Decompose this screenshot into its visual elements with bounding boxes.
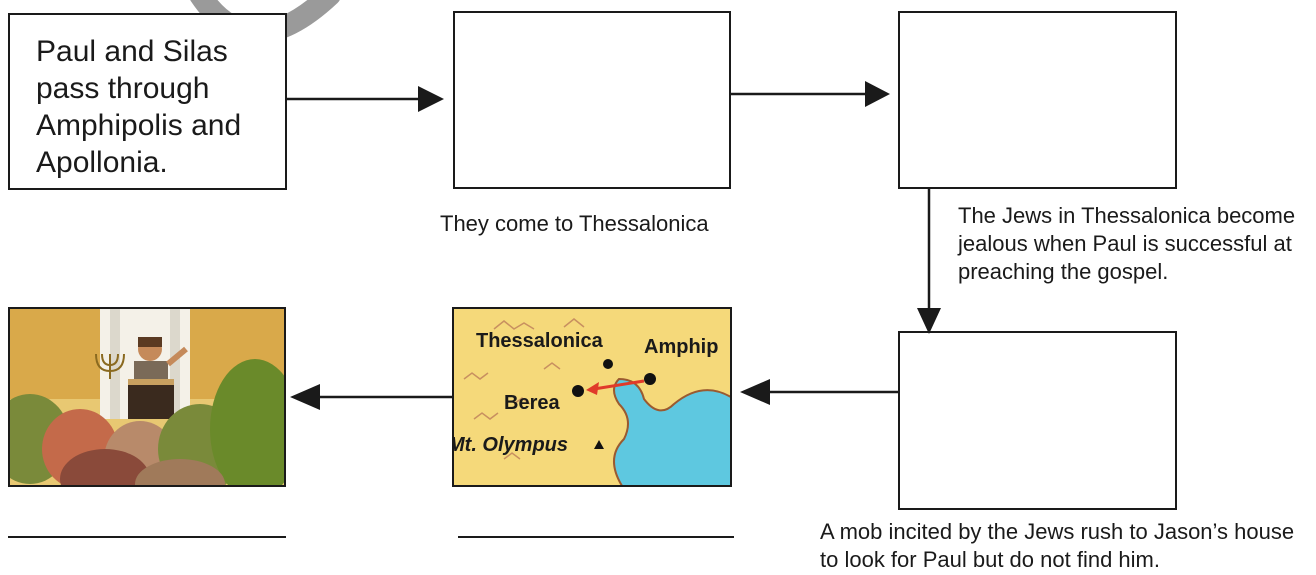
map-illustration: Thessalonica Amphip Berea Mt. Olympus bbox=[452, 307, 732, 487]
answer-line-1[interactable] bbox=[8, 536, 286, 538]
map-label-thessalonica: Thessalonica bbox=[476, 330, 603, 352]
map-label-berea: Berea bbox=[504, 392, 560, 414]
step-2-box[interactable] bbox=[453, 11, 731, 189]
step-2-caption: They come to Thessalonica bbox=[440, 211, 709, 236]
answer-line-2[interactable] bbox=[458, 536, 734, 538]
map-label-olympus: Mt. Olympus bbox=[452, 434, 569, 456]
step-4-box[interactable] bbox=[898, 331, 1177, 510]
step-1-box: Paul and Silas pass through Amphipolis a… bbox=[8, 13, 287, 190]
step-3-caption: The Jews in Thessalonica become jealous … bbox=[958, 203, 1296, 284]
synagogue-illustration bbox=[8, 307, 286, 487]
step-4-caption: A mob incited by the Jews rush to Jason’… bbox=[820, 519, 1295, 572]
map-label-amphipolis: Amphip bbox=[644, 336, 719, 358]
step-1-text: Paul and Silas pass through Amphipolis a… bbox=[36, 35, 242, 179]
step-3-box[interactable] bbox=[898, 11, 1177, 189]
